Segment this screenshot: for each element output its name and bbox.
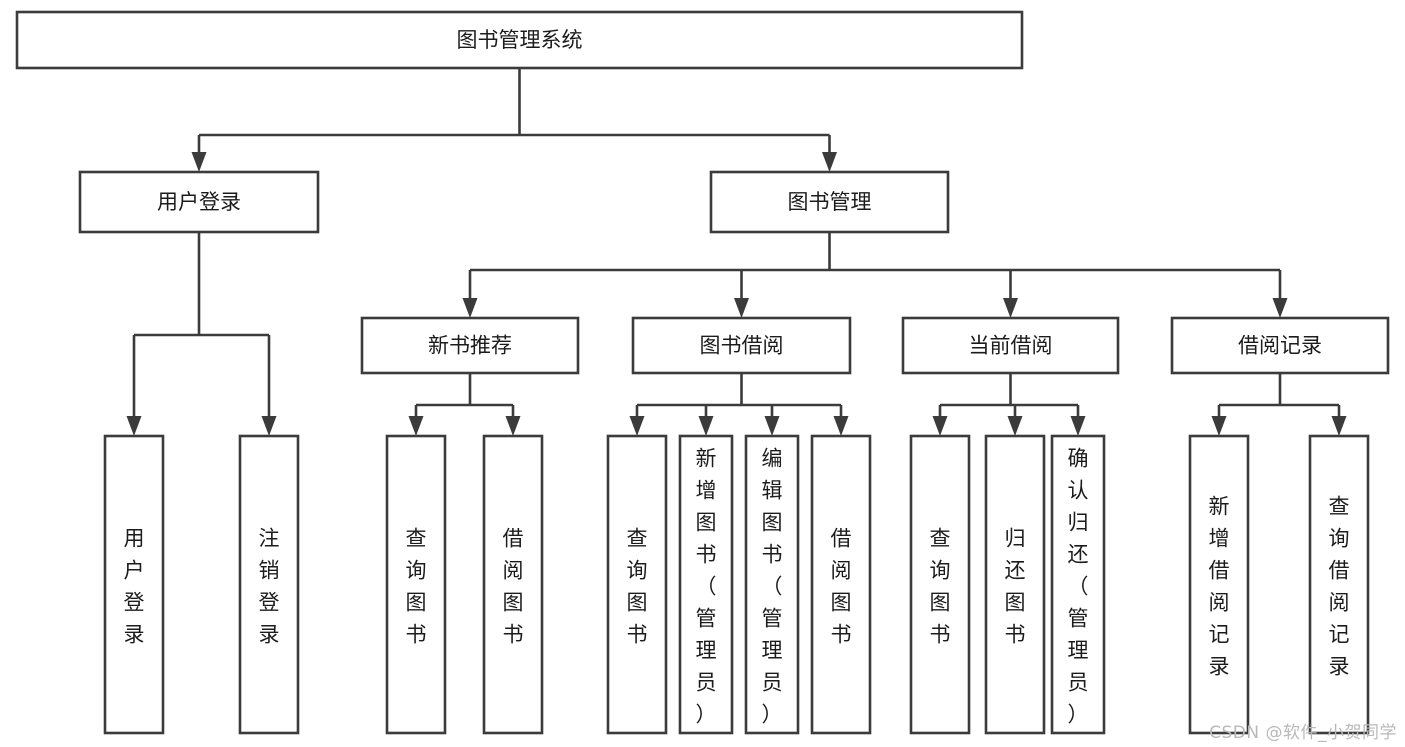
arrow-head-icon [191,152,207,172]
arrow-head-icon [1007,416,1023,436]
node-box[interactable] [909,434,971,735]
node-label: 确认归还（管理员） [1068,446,1089,726]
node-leaf-borrow-book-1[interactable]: 借阅图书 [482,434,544,735]
node-label: 新增图书（管理员） [696,446,717,726]
node-leaf-edit-book[interactable]: 编辑图书（管理员） [744,434,800,735]
node-box[interactable] [238,434,300,735]
arrow-head-icon [1070,416,1086,436]
node-label: 新书推荐 [428,334,512,358]
node-box[interactable] [78,170,320,234]
arrow-head-icon [1331,416,1347,436]
node-box[interactable] [1050,434,1106,735]
node-label: 借阅图书 [831,526,852,646]
arrow-head-icon [822,152,837,172]
csdn-watermark: CSDN @软件_小贺同学 [1209,723,1397,743]
arrow-head-icon [1003,298,1018,318]
node-leaf-query-record[interactable]: 查询借阅记录 [1308,434,1370,735]
node-box[interactable] [1188,434,1250,735]
node-box[interactable] [606,434,668,735]
arrow-head-icon [932,416,948,436]
arrow-head-icon [126,416,142,436]
node-current-borrow[interactable]: 当前借阅 [901,316,1120,375]
node-label: 查询图书 [406,526,427,646]
arrow-head-icon [1211,416,1227,436]
node-root[interactable]: 图书管理系统 [15,10,1024,70]
node-box[interactable] [1308,434,1370,735]
node-box[interactable] [901,316,1120,375]
node-box[interactable] [15,10,1024,70]
node-label: 新增借阅记录 [1209,494,1230,678]
node-label: 查询图书 [930,526,951,646]
node-box[interactable] [631,316,852,375]
node-leaf-add-record[interactable]: 新增借阅记录 [1188,434,1250,735]
node-box[interactable] [984,434,1046,735]
node-leaf-add-book[interactable]: 新增图书（管理员） [678,434,734,735]
node-label: 查询图书 [627,526,648,646]
node-leaf-query-book-2[interactable]: 查询图书 [606,434,668,735]
node-label: 借阅记录 [1238,334,1322,358]
node-label: 借阅图书 [503,526,524,646]
node-label: 查询借阅记录 [1329,494,1350,678]
node-leaf-user-login[interactable]: 用户登录 [103,434,165,735]
node-leaf-confirm-return[interactable]: 确认归还（管理员） [1050,434,1106,735]
node-label: 注销登录 [259,526,280,646]
node-box[interactable] [678,434,734,735]
node-leaf-query-book-1[interactable]: 查询图书 [385,434,447,735]
node-box[interactable] [744,434,800,735]
node-leaf-borrow-book-2[interactable]: 借阅图书 [810,434,872,735]
node-box[interactable] [103,434,165,735]
node-leaf-return-book[interactable]: 归还图书 [984,434,1046,735]
node-box[interactable] [360,316,580,375]
connector-group-user_login [126,232,277,436]
node-label: 图书借阅 [700,334,784,358]
arrow-head-icon [505,416,521,436]
node-label: 图书管理系统 [457,28,583,52]
edges-layer [126,68,1347,436]
arrow-head-icon [1272,298,1288,318]
node-book-borrow[interactable]: 图书借阅 [631,316,852,375]
connector-group-new_book_rec [408,373,521,436]
node-label: 用户登录 [124,526,145,646]
nodes-layer: 图书管理系统用户登录图书管理新书推荐图书借阅当前借阅借阅记录用户登录注销登录查询… [15,10,1390,735]
connector-group-book_borrow [629,373,849,436]
node-box[interactable] [1170,316,1390,375]
node-borrow-record[interactable]: 借阅记录 [1170,316,1390,375]
node-box[interactable] [482,434,544,735]
node-user-login[interactable]: 用户登录 [78,170,320,234]
node-label: 用户登录 [157,190,241,214]
connector-group-root [191,68,837,172]
arrow-head-icon [734,298,749,318]
node-box[interactable] [385,434,447,735]
node-book-manage[interactable]: 图书管理 [709,170,950,234]
arrow-head-icon [408,416,424,436]
connector-group-borrow_record [1211,373,1347,436]
connector-group-current_borrow [932,373,1086,436]
node-label: 归还图书 [1005,526,1026,646]
arrow-head-icon [261,416,277,436]
arrow-head-icon [764,416,780,436]
node-box[interactable] [810,434,872,735]
node-new-book-rec[interactable]: 新书推荐 [360,316,580,375]
node-label: 当前借阅 [969,334,1053,358]
arrow-head-icon [833,416,849,436]
node-leaf-logout[interactable]: 注销登录 [238,434,300,735]
node-leaf-query-book-3[interactable]: 查询图书 [909,434,971,735]
connector-group-book_manage [462,232,1288,318]
node-label: 图书管理 [788,190,872,214]
arrow-head-icon [462,298,478,318]
arrow-head-icon [629,416,645,436]
node-box[interactable] [709,170,950,234]
arrow-head-icon [698,416,714,436]
node-label: 编辑图书（管理员） [762,446,783,726]
